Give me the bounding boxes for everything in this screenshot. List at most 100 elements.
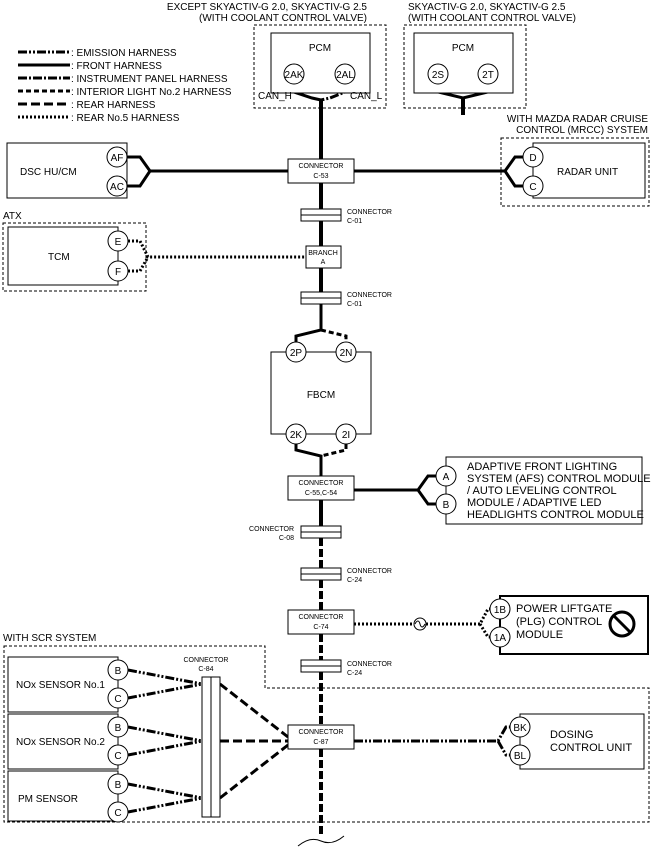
wire-fbcm-2k-c55 (294, 444, 323, 476)
nox-sensor-1-module (7, 656, 119, 713)
pm-sensor-module (7, 770, 119, 822)
header-except-coolant: (WITH COOLANT CONTROL VALVE) (199, 13, 367, 24)
fbcm-pin-2n (335, 341, 357, 363)
pcm-left-pin-2al (334, 63, 356, 85)
connector-c08-label: CONNECTOR (249, 526, 294, 533)
prohibited-icon (608, 610, 636, 638)
afs-label-line5: HEADLIGHTS CONTROL MODULE (467, 509, 644, 521)
afs-pin-b-label: B (443, 500, 450, 511)
connector-c01-lower-label: CONNECTOR (347, 292, 392, 299)
branch-a (305, 245, 342, 269)
connector-c55-c54 (287, 475, 355, 501)
pm-pin-c (107, 801, 129, 823)
afs-pin-a (435, 465, 457, 487)
nox1-pin-c-label: C (114, 694, 121, 705)
connector-c84-id: C-84 (198, 666, 213, 673)
plg-label-line3: MODULE (516, 629, 563, 641)
option-box-atx (2, 222, 147, 292)
plg-pin-1b (489, 598, 511, 620)
header-mrcc-line2: CONTROL (MRCC) SYSTEM (516, 125, 648, 136)
dosing-label-line2: CONTROL UNIT (550, 742, 632, 754)
wire-tcm-e (128, 239, 306, 259)
connector-c24-upper-id: C-24 (347, 577, 362, 584)
pcm-left-pin-2ak-label: 2AK (285, 70, 304, 81)
tcm-pin-f (107, 260, 129, 282)
plg-pin-1b-label: 1B (494, 605, 507, 616)
tcm-pin-e-label: E (115, 237, 122, 248)
connector-c53 (287, 158, 355, 184)
radar-label: RADAR UNIT (557, 167, 618, 178)
connector-c74-id: C-74 (313, 624, 328, 631)
header-mrcc-line1: WITH MAZDA RADAR CRUISE (507, 114, 648, 125)
connector-c53-id: C-53 (313, 173, 328, 180)
pm-sensor-label: PM SENSOR (18, 794, 78, 805)
legend-front-label: : FRONT HARNESS (71, 61, 162, 72)
pcm-right-pin-2t-label: 2T (482, 70, 494, 81)
tcm-pin-f-label: F (115, 267, 121, 278)
plg-label-line2: (PLG) CONTROL (516, 616, 602, 628)
dsc-pin-ac-label: AC (110, 182, 124, 193)
branch-a-id: A (321, 259, 326, 266)
fbcm-pin-2p (285, 341, 307, 363)
header-skyactiv: SKYACTIV-G 2.0, SKYACTIV-G 2.5 (408, 2, 566, 13)
wire-dosing-bk (354, 725, 512, 743)
connector-c87-label: CONNECTOR (299, 729, 344, 736)
tcm-label: TCM (48, 252, 70, 263)
legend-interior-label: : INTERIOR LIGHT No.2 HARNESS (71, 87, 232, 98)
connector-c01-upper-id: C-01 (347, 218, 362, 225)
fbcm-pin-2i-label: 2I (342, 430, 350, 441)
wire-trunk-c01-fbcm-2n (320, 328, 348, 342)
nox1-pin-b (107, 659, 129, 681)
wire-nox1-b (127, 668, 203, 686)
tcm-pin-e (107, 230, 129, 252)
fbcm-pin-2p-label: 2P (290, 348, 303, 359)
connector-c53-label: CONNECTOR (299, 163, 344, 170)
radar-pin-d (522, 146, 544, 168)
tcm-module (7, 226, 119, 286)
wire-afs-b (416, 489, 438, 506)
connector-c74 (287, 609, 355, 635)
wire-c84-c87-nox1 (219, 682, 289, 739)
wire-pm-b (127, 782, 203, 800)
can-l-label: CAN_L (350, 91, 383, 102)
connector-c01-lower-id: C-01 (347, 301, 362, 308)
nox2-pin-b-label: B (115, 723, 122, 734)
branch-a-label: BRANCH (308, 250, 338, 257)
pcm-left-pin-2ak (283, 63, 305, 85)
afs-label-line3: / AUTO LEVELING CONTROL (467, 485, 617, 497)
connector-c08-id: C-08 (279, 535, 294, 542)
nox-sensor-2-label: NOx SENSOR No.2 (16, 737, 105, 748)
header-scr-system: WITH SCR SYSTEM (3, 633, 96, 644)
connector-c24-upper-label: CONNECTOR (347, 568, 392, 575)
radar-pin-c (522, 175, 544, 197)
connector-c55-c54-label: CONNECTOR (299, 480, 344, 487)
wire-continuation-mark (297, 835, 345, 847)
fbcm-pin-2i (335, 423, 357, 445)
pcm-right-label: PCM (452, 43, 474, 54)
wire-c84-c87-pm (219, 743, 289, 800)
pm-pin-b (107, 773, 129, 795)
fbcm-pin-2k (285, 423, 307, 445)
pcm-module-left (270, 32, 371, 94)
header-except-skyactiv: EXCEPT SKYACTIV-G 2.0, SKYACTIV-G 2.5 (167, 2, 368, 13)
nox-sensor-2-module (7, 713, 119, 770)
afs-pin-b (435, 493, 457, 515)
connector-c55-c54-id: C-55,C-54 (305, 490, 337, 497)
dsc-pin-af (106, 146, 128, 168)
afs-label-line1: ADAPTIVE FRONT LIGHTING (467, 461, 617, 473)
connector-c87 (287, 724, 355, 750)
legend-emission-label: : EMISSION HARNESS (71, 48, 177, 59)
plg-label-line1: POWER LIFTGATE (516, 603, 612, 615)
fbcm-pin-2n-label: 2N (340, 348, 353, 359)
wire-nox1-c (127, 682, 203, 700)
nox2-pin-b (107, 716, 129, 738)
dosing-pin-bk (509, 716, 531, 738)
afs-label-line2: SYSTEM (AFS) CONTROL MODULE (467, 473, 651, 485)
pcm-right-pin-2s (427, 63, 449, 85)
wire-nox2-c (127, 739, 203, 757)
connector-c24-lower-label: CONNECTOR (347, 661, 392, 668)
connector-c01-upper-label: CONNECTOR (347, 209, 392, 216)
fbcm-label: FBCM (307, 390, 335, 401)
legend-instrument-label: : INSTRUMENT PANEL HARNESS (71, 74, 228, 85)
radar-unit-module (532, 142, 646, 199)
